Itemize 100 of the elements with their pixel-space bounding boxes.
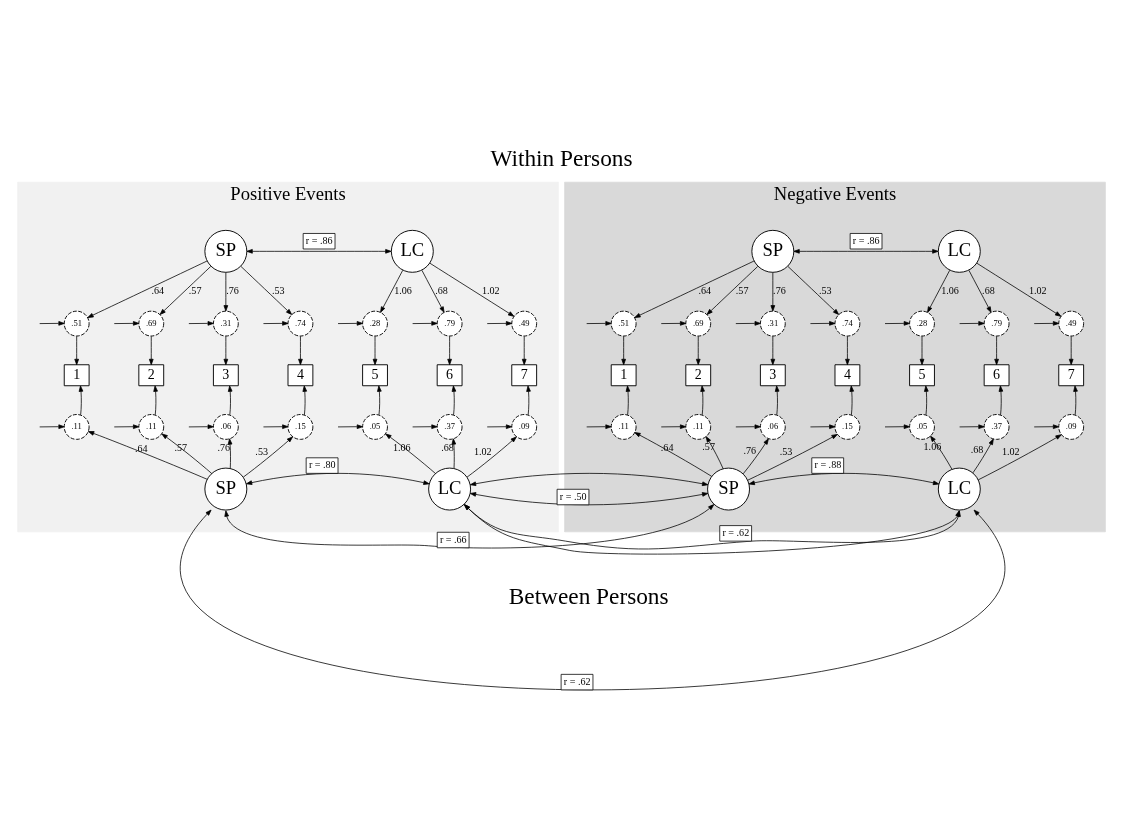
node-circle: .49 — [511, 310, 538, 337]
arrow — [930, 435, 953, 470]
node-box: 3 — [759, 364, 786, 387]
node-box: 3 — [212, 364, 239, 387]
node-circle: SP — [204, 229, 248, 273]
arrow — [113, 424, 140, 429]
arrow — [884, 321, 910, 326]
node-circle: .11 — [63, 414, 90, 440]
arrow — [188, 424, 214, 429]
arrow — [845, 335, 850, 366]
arrow — [421, 269, 445, 313]
arrow — [660, 424, 687, 429]
node-circle: .11 — [610, 414, 637, 440]
arrow — [161, 433, 213, 474]
arrow — [735, 424, 761, 429]
node-box: 6 — [436, 364, 463, 387]
arrow — [705, 436, 724, 470]
arrow — [1033, 321, 1060, 326]
node-circle: SP — [751, 229, 795, 273]
node-circle: .79 — [436, 310, 463, 337]
node-box: 2 — [685, 364, 712, 387]
arrow — [447, 335, 452, 366]
arrow — [695, 335, 701, 366]
edge-label: r = .62 — [722, 527, 750, 539]
edge-label: .53 — [779, 446, 793, 458]
arrow — [298, 335, 303, 366]
node-circle: .51 — [610, 310, 637, 337]
node-box: 7 — [1058, 364, 1085, 387]
arrow — [747, 434, 838, 481]
arrow — [959, 321, 985, 326]
arrow — [87, 260, 208, 318]
arrow — [486, 321, 513, 326]
arrow — [998, 385, 1004, 416]
edge-label: r = .88 — [814, 459, 842, 471]
node-circle: .05 — [362, 414, 388, 440]
arrow — [188, 321, 214, 326]
arrow — [927, 269, 951, 313]
node-circle: .11 — [685, 414, 712, 440]
edge-label: r = .86 — [305, 234, 333, 246]
edge-label: 1.06 — [923, 440, 942, 452]
arrow — [706, 266, 759, 315]
edge-label: .68 — [435, 285, 448, 297]
arrow — [302, 385, 308, 416]
edge-label: .68 — [970, 444, 984, 456]
node-box: 1 — [63, 364, 90, 387]
node-circle: .79 — [983, 310, 1010, 337]
node-circle: .15 — [834, 414, 861, 440]
arrow — [742, 438, 769, 475]
node-circle: .28 — [362, 310, 388, 337]
arrow — [466, 436, 517, 478]
arrow — [1073, 385, 1078, 416]
arrow — [621, 335, 626, 366]
node-circle: .51 — [63, 310, 90, 337]
edge-label: 1.06 — [392, 441, 411, 453]
arrow — [88, 431, 208, 480]
arrow — [810, 321, 836, 326]
arrow — [113, 321, 140, 326]
arrow — [660, 321, 687, 326]
arrow — [412, 424, 438, 429]
node-box: 4 — [834, 364, 861, 387]
node-box: 4 — [287, 364, 314, 387]
arrow — [159, 266, 212, 315]
edge-label: .76 — [743, 444, 757, 456]
arrow — [227, 438, 233, 469]
node-circle: LC — [390, 229, 434, 273]
edge-label: r = .80 — [308, 459, 336, 471]
arrow — [977, 434, 1062, 481]
edge-label: .76 — [217, 441, 231, 453]
node-box: 1 — [610, 364, 637, 387]
node-circle: .37 — [983, 414, 1010, 440]
arrow — [429, 262, 515, 317]
arrow — [770, 335, 776, 366]
arrow — [372, 335, 378, 366]
edge-label: 1.06 — [394, 285, 412, 297]
edge-label: .64 — [135, 442, 148, 454]
arrow — [586, 424, 612, 429]
edge-label: .57 — [174, 441, 188, 453]
edge-label: r = .66 — [439, 533, 467, 545]
arrow — [976, 262, 1062, 317]
arrow — [486, 424, 513, 429]
node-box: 6 — [983, 364, 1010, 387]
arrow — [521, 335, 527, 366]
arrow — [793, 249, 939, 254]
edge-label: 1.02 — [473, 445, 492, 457]
arrow — [972, 438, 994, 474]
node-circle: .11 — [138, 414, 165, 440]
arrow — [263, 424, 289, 429]
arrow — [242, 436, 293, 478]
node-circle: LC — [937, 467, 981, 511]
node-circle: .06 — [212, 414, 239, 440]
arrow — [994, 335, 999, 366]
arrow — [380, 269, 404, 313]
edge-label: r = .86 — [852, 234, 880, 246]
edge-label: 1.06 — [941, 285, 959, 297]
arrow — [39, 321, 65, 326]
node-circle: .06 — [759, 414, 786, 440]
arrow — [735, 321, 761, 326]
arrow — [924, 385, 929, 416]
arrow — [78, 385, 84, 416]
arrow — [148, 335, 154, 366]
